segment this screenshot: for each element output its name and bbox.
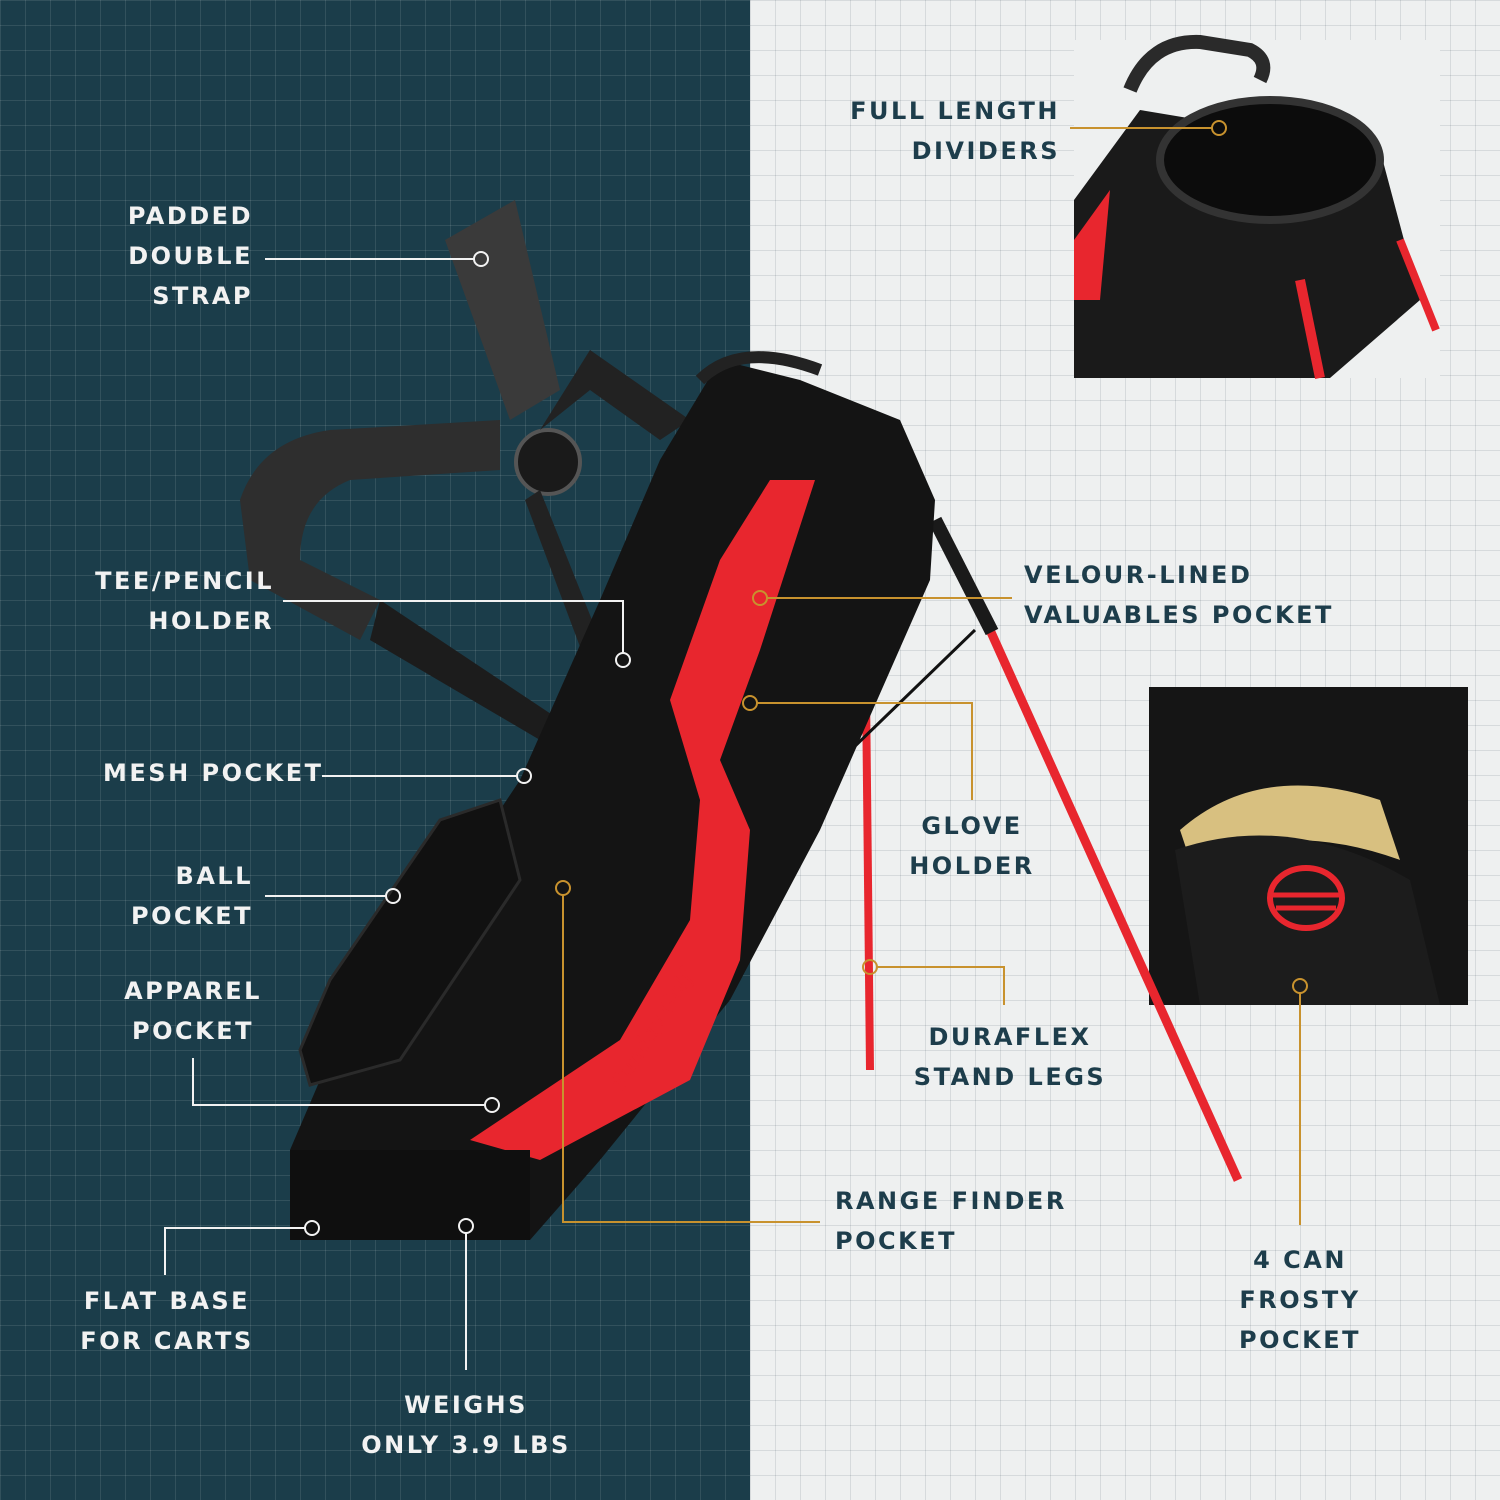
label-line: POCKET bbox=[131, 902, 253, 930]
callout-mesh-pocket: MESH POCKET bbox=[103, 753, 323, 793]
callout-ball-pocket: BALL POCKET bbox=[131, 856, 253, 936]
label-line: WEIGHS bbox=[404, 1391, 528, 1419]
label-line: VALUABLES POCKET bbox=[1024, 601, 1334, 629]
label-line: POCKET bbox=[835, 1227, 957, 1255]
label-line: APPAREL bbox=[124, 977, 262, 1005]
label-line: HOLDER bbox=[148, 607, 274, 635]
label-line: VELOUR-LINED bbox=[1024, 561, 1253, 589]
bag-body: Sunday Golf bbox=[290, 351, 935, 1240]
label-line: FLAT BASE bbox=[83, 1287, 251, 1315]
callout-flat-base: FLAT BASE FOR CARTS bbox=[67, 1281, 267, 1361]
label-line: STRAP bbox=[152, 282, 253, 310]
callout-apparel-pocket: APPAREL POCKET bbox=[93, 971, 293, 1051]
callout-frosty-pocket: 4 CAN FROSTY POCKET bbox=[1200, 1240, 1400, 1360]
callout-glove-holder: GLOVE HOLDER bbox=[872, 806, 1072, 886]
callout-full-length-dividers: FULL LENGTH DIVIDERS bbox=[850, 91, 1060, 171]
label-line: RANGE FINDER bbox=[835, 1187, 1067, 1215]
inset-frosty-pocket-photo bbox=[1149, 687, 1468, 1005]
label-line: BALL bbox=[175, 862, 253, 890]
label-line: PADDED bbox=[127, 202, 253, 230]
label-line: GLOVE bbox=[921, 812, 1023, 840]
inset-dividers-photo bbox=[1074, 34, 1440, 379]
callout-duraflex-stand-legs: DURAFLEX STAND LEGS bbox=[890, 1017, 1130, 1097]
callout-velour-lined-valuables-pocket: VELOUR-LINED VALUABLES POCKET bbox=[1024, 555, 1334, 635]
callout-weighs: WEIGHS ONLY 3.9 LBS bbox=[346, 1385, 586, 1465]
label-line: TEE/PENCIL bbox=[95, 567, 274, 595]
callout-range-finder-pocket: RANGE FINDER POCKET bbox=[835, 1181, 1067, 1261]
label-line: HOLDER bbox=[909, 852, 1035, 880]
label-line: FULL LENGTH bbox=[850, 97, 1060, 125]
left-callout-lines bbox=[164, 251, 631, 1370]
label-line: MESH POCKET bbox=[103, 759, 324, 787]
label-line: DURAFLEX bbox=[928, 1023, 1092, 1051]
label-line: DIVIDERS bbox=[911, 137, 1060, 165]
label-line: POCKET bbox=[1239, 1326, 1361, 1354]
label-line: STAND LEGS bbox=[913, 1063, 1107, 1091]
callout-tee-pencil-holder: TEE/PENCIL HOLDER bbox=[95, 561, 274, 641]
right-callout-lines bbox=[555, 120, 1308, 1225]
callout-padded-double-strap: PADDED DOUBLE STRAP bbox=[128, 196, 253, 316]
label-line: DOUBLE bbox=[128, 242, 253, 270]
label-line: 4 CAN bbox=[1253, 1246, 1347, 1274]
label-line: ONLY 3.9 LBS bbox=[361, 1431, 571, 1459]
label-line: FOR CARTS bbox=[80, 1327, 254, 1355]
label-line: FROSTY bbox=[1239, 1286, 1361, 1314]
label-line: POCKET bbox=[132, 1017, 254, 1045]
